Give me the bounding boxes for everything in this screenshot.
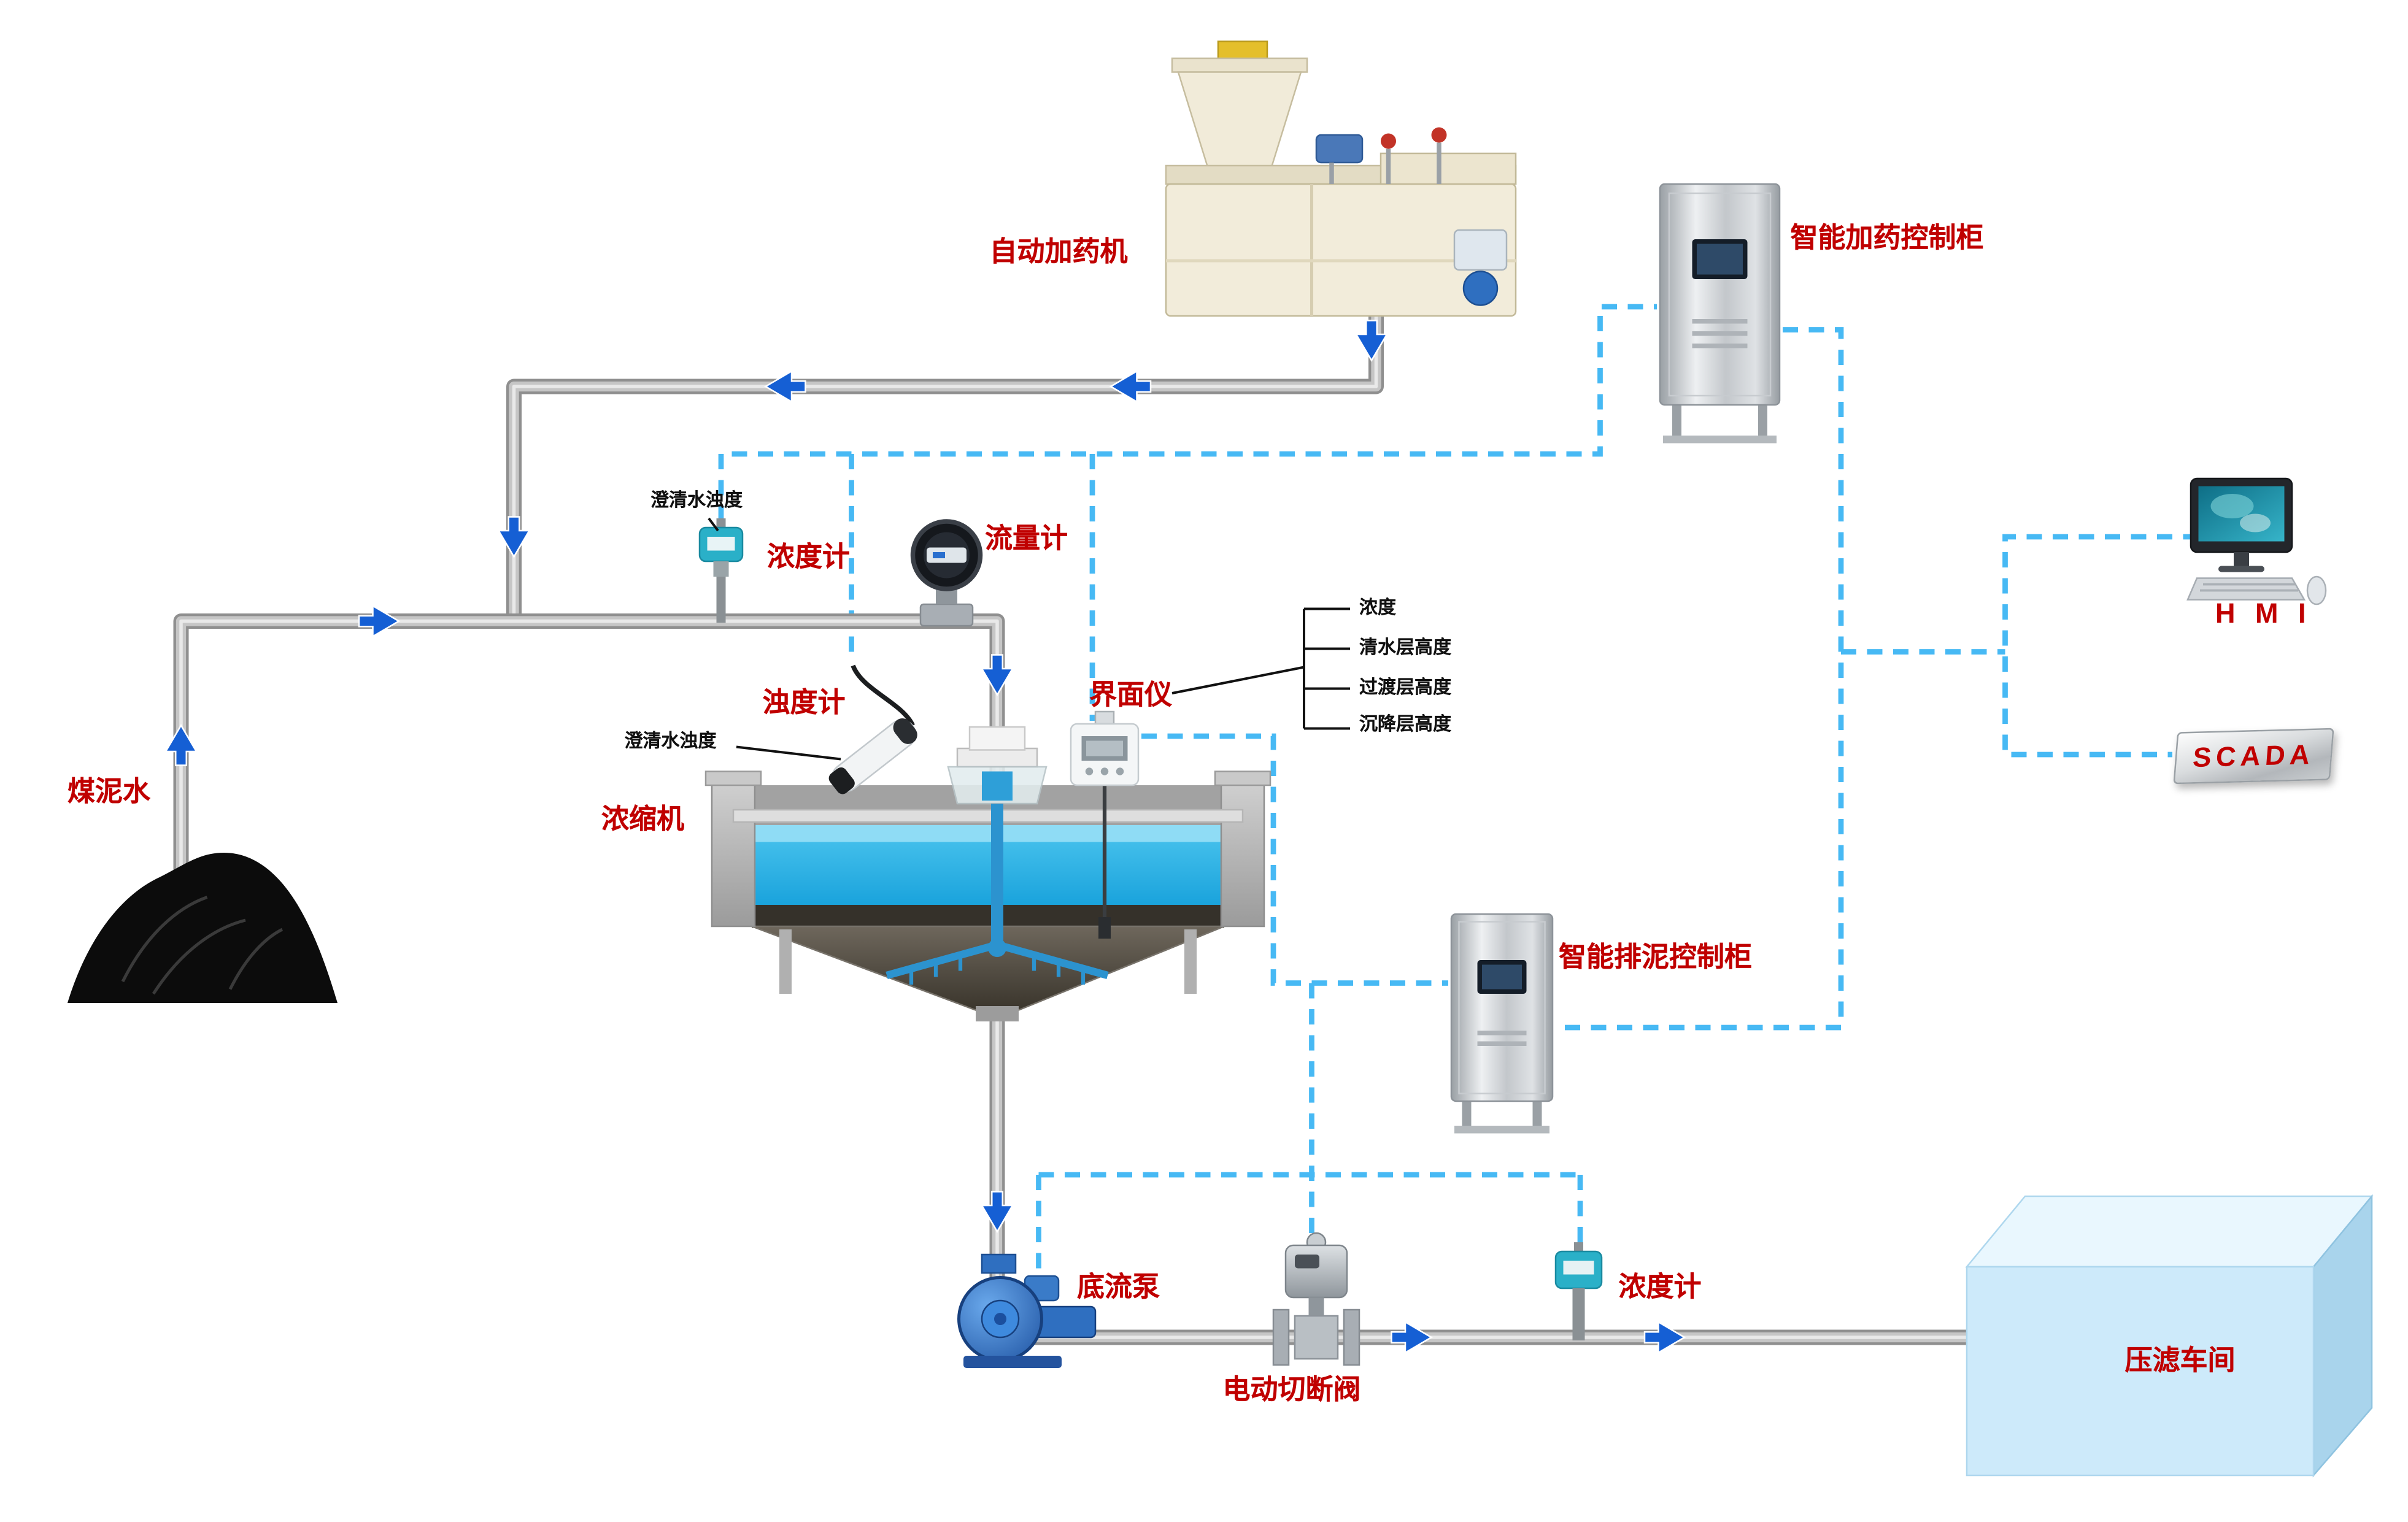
label-flow-meter: 流量计 [985,523,1068,554]
leader-clarified-turbidity-side [736,745,841,761]
density-meter-feed [698,518,744,623]
label-electric-shutoff-valve: 电动切断阀 [1222,1374,1361,1405]
signal-line-dosing-cabinet-to-field [1556,327,1844,1031]
flow-arrow-right [1643,1321,1686,1354]
label-clarified-water-turbidity-top: 澄清水浊度 [650,489,743,511]
flow-arrow-right [1391,1321,1432,1354]
signal-line-instruments-to-dosing-cabinet [718,304,1657,521]
label-dosing-machine: 自动加药机 [989,236,1128,267]
label-reading-settling-layer-height: 沉降层高度 [1359,713,1452,735]
label-underflow-pump: 底流泵 [1077,1271,1160,1302]
signal-line-interface-to-mud-cabinet [1141,733,1448,986]
label-hmi: H M I [2215,598,2312,629]
hmi-mouse [2306,575,2327,605]
underflow-pump [957,1253,1097,1368]
interface-readings-bracket [1171,607,1350,730]
flow-arrow-down [981,1191,1014,1232]
mud-discharge-control-cabinet [1450,913,1554,1134]
filter-press-workshop [1965,1194,2374,1478]
dosing-machine [1165,40,1517,317]
flow-arrow-right [358,605,400,637]
flow-arrow-down [498,516,530,558]
interface-meter-instrument [1070,710,1140,939]
label-reading-transition-layer-height: 过渡层高度 [1359,676,1452,698]
label-reading-clear-water-layer-height: 清水层高度 [1359,636,1452,658]
signal-line-hmi-scada [2002,534,2199,758]
signal-lines [718,304,2199,1276]
hmi-terminal [2186,477,2327,605]
flow-meter-instrument [910,519,983,627]
label-reading-density: 浓度 [1359,596,1397,618]
density-meter-underflow [1554,1242,1603,1340]
leader-clarified-turbidity-top [708,517,719,532]
label-dosing-control-cabinet: 智能加药控制柜 [1790,222,1984,253]
flow-arrow-left [765,370,806,403]
hmi-keyboard [2186,577,2306,601]
label-coal-slurry-water: 煤泥水 [68,776,150,807]
flow-arrow-down [981,654,1014,696]
label-interface-meter: 界面仪 [1089,679,1172,710]
label-filter-press-workshop: 压滤车间 [2124,1345,2236,1376]
flow-arrow-up [164,724,198,766]
label-clarified-water-turbidity-side: 澄清水浊度 [624,730,717,751]
label-turbidity-meter: 浊度计 [762,687,846,718]
label-scada: SCADA [2191,738,2316,772]
label-mud-discharge-cabinet: 智能排泥控制柜 [1559,942,1752,972]
label-thickener: 浓缩机 [601,804,684,834]
coal-pile [68,853,338,1003]
thickener-tank [704,726,1272,1021]
flow-arrow-left [1109,370,1152,403]
electric-shutoff-valve [1272,1232,1360,1366]
dosing-control-cabinet [1659,183,1781,444]
label-density-meter-feed: 浓度计 [767,541,850,572]
label-density-meter-underflow: 浓度计 [1618,1271,1702,1302]
turbidity-meter-instrument [828,664,917,794]
scada-badge: SCADA [2173,728,2334,785]
